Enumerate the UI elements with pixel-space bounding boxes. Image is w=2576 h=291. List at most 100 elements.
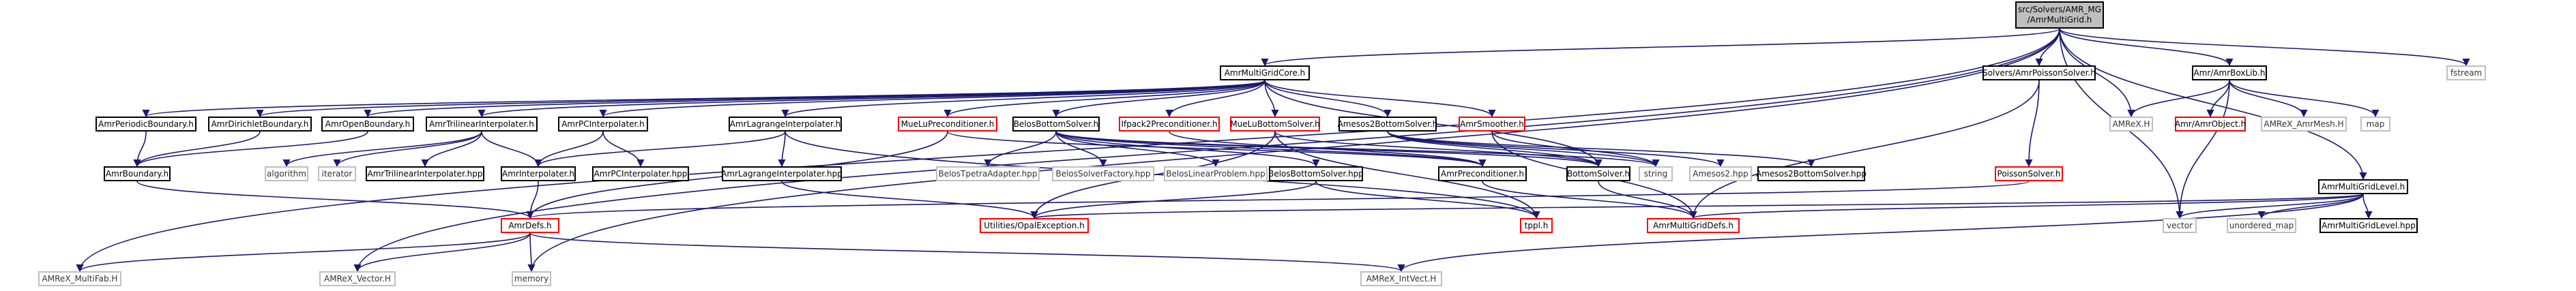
include-edge-68 bbox=[1689, 194, 2364, 219]
include-edge-66 bbox=[2229, 80, 2380, 118]
node-amrlagrangeinterpolater-hpp[interactable]: AmrLagrangeInterpolater.hpp bbox=[721, 166, 843, 181]
node-poissonsolver-h[interactable]: PoissonSolver.h bbox=[1995, 166, 2063, 181]
node-belosbottomsolver-hpp[interactable]: BelosBottomSolver.hpp bbox=[1268, 166, 1364, 181]
include-edge-3 bbox=[2059, 28, 2470, 67]
include-edge-49 bbox=[1169, 131, 1487, 168]
include-edge-1 bbox=[2035, 28, 2060, 67]
include-edge-59 bbox=[1482, 181, 1697, 219]
node-belostpetraadapter-hpp: BelosTpetraAdapter.hpp bbox=[936, 166, 1040, 181]
include-edge-25 bbox=[133, 131, 368, 168]
include-edge-19 bbox=[1264, 80, 1279, 118]
include-edge-32 bbox=[602, 131, 645, 168]
node-amrtrilinearinterpolater-hpp[interactable]: AmrTrilinearInterpolater.hpp bbox=[366, 166, 484, 181]
node-amrmultigridcore-h[interactable]: AmrMultiGridCore.h bbox=[1220, 65, 1310, 80]
include-edge-78 bbox=[529, 232, 1405, 273]
node-amrex-intvect-h: AMReX_IntVect.H bbox=[1360, 271, 1442, 286]
include-edge-13 bbox=[478, 80, 1265, 118]
node-bottomsolver-h[interactable]: BottomSolver.h bbox=[1566, 166, 1630, 181]
node-amrex-h: AMReX.H bbox=[2109, 117, 2153, 132]
include-edge-29 bbox=[421, 131, 482, 168]
node-amrdirichletboundary-h[interactable]: AmrDirichletBoundary.h bbox=[208, 117, 312, 132]
node-amrex-amrmesh-h: AMReX_AmrMesh.H bbox=[2261, 117, 2347, 132]
include-edge-37 bbox=[781, 181, 1038, 219]
include-edge-14 bbox=[599, 80, 1265, 118]
node-belosbottomsolver-h[interactable]: BelosBottomSolver.h bbox=[1012, 117, 1100, 132]
include-edge-73 bbox=[1031, 194, 2364, 219]
node-amrpcinterpolater-h[interactable]: AmrPCInterpolater.h bbox=[558, 117, 648, 132]
include-edge-46 bbox=[1055, 131, 1660, 168]
include-edge-43 bbox=[1055, 131, 1320, 168]
node-amropenboundary-h[interactable]: AmrOpenBoundary.h bbox=[321, 117, 414, 132]
include-edge-57 bbox=[1491, 131, 1660, 168]
include-edge-56 bbox=[1387, 131, 1815, 168]
node-fstream: fstream bbox=[2446, 65, 2486, 80]
include-edge-34 bbox=[778, 131, 786, 168]
include-edge-30 bbox=[481, 131, 542, 168]
include-edge-16 bbox=[943, 80, 1265, 118]
node-amrinterpolater-h[interactable]: AmrInterpolater.h bbox=[501, 166, 576, 181]
node-ifpack2preconditioner-h[interactable]: Ifpack2Preconditioner.h bbox=[1119, 117, 1220, 132]
include-edge-65 bbox=[2229, 80, 2308, 118]
include-edge-61 bbox=[2025, 80, 2040, 168]
node-belossolverfactory-hpp: BelosSolverFactory.hpp bbox=[1052, 166, 1154, 181]
node-unordered-map: unordered_map bbox=[2227, 218, 2296, 233]
node-amrlagrangeinterpolater-h[interactable]: AmrLagrangeInterpolater.h bbox=[729, 117, 842, 132]
root-node-line2: /AmrMultiGrid.h bbox=[2027, 15, 2092, 25]
include-edge-76 bbox=[353, 232, 531, 273]
node-muelubottomsolver-h[interactable]: MueLuBottomSolver.h bbox=[1230, 117, 1320, 132]
include-edge-27 bbox=[282, 131, 482, 168]
include-edge-47 bbox=[1030, 181, 1317, 219]
include-edge-20 bbox=[1264, 80, 1392, 118]
include-edge-21 bbox=[1264, 80, 1496, 118]
node-amrmultigriddefs-h[interactable]: AmrMultiGridDefs.h bbox=[1647, 218, 1740, 233]
node-solvers-amrpoissonsolver-h[interactable]: Solvers/AmrPoissonSolver.h bbox=[1982, 65, 2096, 80]
node-tppl-h[interactable]: tppl.h bbox=[1520, 218, 1553, 233]
include-edge-77 bbox=[527, 232, 536, 273]
node-algorithm: algorithm bbox=[265, 166, 308, 181]
node-string-visible: string bbox=[1639, 166, 1673, 181]
include-edge-24 bbox=[133, 131, 261, 168]
include-edge-70 bbox=[2257, 194, 2364, 219]
node-beloslinearproblem-hpp: BelosLinearProblem.hpp bbox=[1164, 166, 1268, 181]
include-edge-42 bbox=[1055, 131, 1220, 168]
node-amr-amrobject-h[interactable]: Amr/AmrObject.h bbox=[2175, 117, 2246, 132]
include-edge-41 bbox=[1055, 131, 1107, 168]
include-edge-28 bbox=[333, 131, 482, 168]
include-edge-54 bbox=[1387, 131, 1660, 168]
node-iterator: iterator bbox=[318, 166, 356, 181]
include-edge-44 bbox=[1055, 131, 1487, 168]
node-amesos2bottomsolver-hpp[interactable]: Amesos2BottomSolver.hpp bbox=[1756, 166, 1867, 181]
include-edge-69 bbox=[2176, 194, 2364, 219]
include-edge-26 bbox=[136, 181, 534, 219]
include-edge-15 bbox=[781, 80, 1265, 118]
node-amrtrilinearinterpolater-h[interactable]: AmrTrilinearInterpolater.h bbox=[426, 117, 538, 132]
node-amr-amrboxlib-h[interactable]: Amr/AmrBoxLib.h bbox=[2192, 65, 2267, 80]
node-amrdefs-h[interactable]: AmrDefs.h bbox=[501, 218, 559, 233]
node-amrsmoother-h[interactable]: AmrSmoother.h bbox=[1459, 117, 1525, 132]
include-edge-71 bbox=[2362, 194, 2373, 219]
include-edge-18 bbox=[1165, 80, 1265, 118]
node-map: map bbox=[2360, 117, 2390, 132]
node-amrmultigridlevel-hpp[interactable]: AmrMultiGridLevel.hpp bbox=[2319, 218, 2418, 233]
include-edge-39 bbox=[947, 131, 1487, 168]
node-amrboundary-h[interactable]: AmrBoundary.h bbox=[104, 166, 171, 181]
node-utilities-opalexception-h[interactable]: Utilities/OpalException.h bbox=[980, 218, 1089, 233]
node-amrpreconditioner-h[interactable]: AmrPreconditioner.h bbox=[1438, 166, 1527, 181]
include-edge-63 bbox=[2127, 80, 2230, 118]
include-edge-67 bbox=[2176, 80, 2230, 219]
node-amrperiodicboundary-h[interactable]: AmrPeriodicBoundary.h bbox=[96, 117, 196, 132]
include-edge-51 bbox=[1274, 131, 1540, 219]
include-edge-7 bbox=[76, 28, 2060, 273]
node-amesos2bottomsolver-h[interactable]: Amesos2BottomSolver.h bbox=[1338, 117, 1437, 132]
node-muelupreconditioner-h[interactable]: MueLuPreconditioner.h bbox=[898, 117, 997, 132]
node-amrex-multifab-h: AMReX_MultiFab.H bbox=[38, 271, 121, 286]
node-amrex-vector-h: AMReX_Vector.H bbox=[319, 271, 396, 286]
include-edge-33 bbox=[534, 131, 786, 168]
include-edge-17 bbox=[1052, 80, 1265, 118]
node-amrpcinterpolater-hpp[interactable]: AmrPCInterpolater.hpp bbox=[592, 166, 689, 181]
node-amrmultigridlevel-h[interactable]: AmrMultiGridLevel.h bbox=[2318, 179, 2408, 194]
root-node-line1: src/Solvers/AMR_MG bbox=[2017, 5, 2102, 14]
include-edge-0 bbox=[1261, 28, 2060, 67]
include-edge-40 bbox=[984, 131, 1057, 168]
